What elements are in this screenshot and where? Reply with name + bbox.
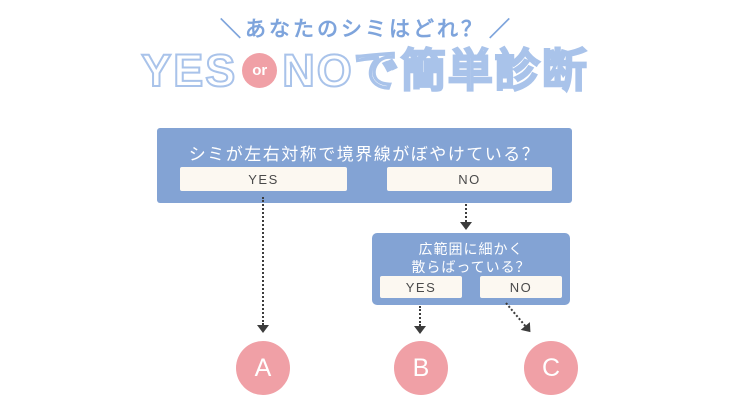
result-circle-b: B: [394, 341, 448, 395]
arrow-q1-yes-to-a: [257, 197, 269, 333]
tagline-left-slash-icon: ＼: [220, 18, 241, 41]
tagline: ＼あなたのシミはどれ？／: [0, 13, 730, 43]
question-2-line-2: 散らばっている？: [411, 259, 531, 275]
or-badge: or: [242, 52, 278, 88]
arrow-line: [419, 306, 421, 326]
result-circle-a: A: [236, 341, 290, 395]
q1-no-button[interactable]: NO: [387, 167, 552, 191]
title-no-suffix-text: NOで簡単診断: [281, 44, 589, 96]
question-box-2: 広範囲に細かく 散らばっている？ YES NO: [372, 233, 570, 305]
arrow-line: [262, 197, 264, 325]
result-circle-c: C: [524, 341, 578, 395]
q2-no-button[interactable]: NO: [480, 276, 562, 298]
title-yes-text: YES: [140, 44, 238, 96]
tagline-text: あなたのシミはどれ？: [245, 18, 485, 41]
q1-yes-button[interactable]: YES: [180, 167, 347, 191]
arrow-line: [465, 204, 467, 222]
arrow-line: [505, 302, 527, 327]
q2-yes-button[interactable]: YES: [380, 276, 462, 298]
arrow-head-icon: [414, 326, 426, 334]
question-2-line-1: 広範囲に細かく: [418, 241, 524, 257]
main-title: YES or NOで簡単診断: [0, 44, 730, 96]
question-1-text: シミが左右対称で境界線がぼやけている？: [188, 145, 541, 164]
question-box-1: シミが左右対称で境界線がぼやけている？ YES NO: [157, 128, 572, 203]
arrow-head-icon: [257, 325, 269, 333]
arrow-q1-no-to-q2: [460, 204, 472, 230]
arrow-head-icon: [460, 222, 472, 230]
tagline-right-slash-icon: ／: [489, 18, 510, 41]
arrow-q2-yes-to-b: [414, 306, 426, 334]
question-2-text: 広範囲に細かく 散らばっている？: [372, 240, 570, 276]
